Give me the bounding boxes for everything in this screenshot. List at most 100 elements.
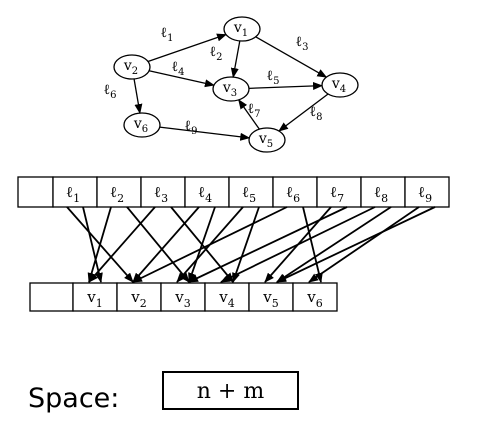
graph-edge-label-l9-subscript: 9 — [191, 126, 197, 137]
graph-node-label-v3-letter: v — [222, 80, 231, 96]
edge-array-cell-l8: ℓ8 — [360, 176, 406, 208]
vertex-array-label-v5: v5 — [262, 288, 278, 310]
graph-node-label-v6: v6 — [133, 116, 148, 135]
graph-node-label-v2-letter: v — [123, 58, 132, 74]
graph-edge-label-l7: ℓ7 — [247, 101, 260, 120]
graph-node-label-v2: v2 — [123, 58, 138, 77]
vertex-array-label-v1: v1 — [86, 288, 102, 310]
graph-edge-label-l2-subscript: 2 — [216, 52, 222, 63]
edge-array-label-l4: ℓ4 — [198, 183, 212, 205]
edge-array-label-l9: ℓ9 — [418, 183, 432, 205]
graph-node-ellipse — [223, 16, 261, 42]
edge-array-label-l2-subscript: 2 — [117, 192, 124, 205]
graph-edge-label-l5-letter: ℓ — [266, 68, 273, 84]
edge-array-cell-l2: ℓ2 — [96, 176, 142, 208]
pointer-l9-v6 — [308, 206, 420, 283]
vertex-array-cell-v5: v5 — [248, 282, 294, 312]
graph-edge-label-l9: ℓ9 — [184, 118, 197, 137]
vertex-array-label-v3-subscript: 3 — [184, 297, 191, 310]
vertex-array-cell-v3: v3 — [160, 282, 206, 312]
pointer-l4-v3 — [188, 206, 216, 283]
graph-node-label-v4-subscript: 4 — [340, 84, 346, 95]
vertex-array-label-v5-subscript: 5 — [272, 297, 279, 310]
pointer-l5-v4 — [232, 206, 260, 283]
edge-array-label-l8-letter: ℓ — [374, 183, 381, 201]
graph-edge-label-l7-subscript: 7 — [254, 109, 260, 120]
vertex-array-cell-box — [72, 282, 118, 312]
edge-array-label-l1: ℓ1 — [66, 183, 80, 205]
graph-node-ellipse — [248, 127, 286, 153]
vertex-array-label-v1-letter: v — [86, 288, 96, 306]
graph-node-v2: v2 — [113, 54, 151, 80]
graph-edge-label-l7-letter: ℓ — [247, 101, 254, 117]
graph-edge-label-l2: ℓ2 — [209, 44, 222, 63]
pointer-l1-v1 — [82, 206, 103, 283]
edge-array-cell-l4: ℓ4 — [184, 176, 230, 208]
graph-edge-label-l3-letter: ℓ — [295, 34, 302, 50]
graph-edge-label-l5: ℓ5 — [266, 68, 279, 87]
graph-node-ellipse — [321, 72, 359, 98]
graph-edge-label-l5-subscript: 5 — [273, 76, 279, 87]
vertex-array-label-v6: v6 — [306, 288, 322, 310]
edge-array-label-l4-subscript: 4 — [205, 192, 212, 205]
graph-edge-l9 — [159, 126, 251, 141]
edge-array-label-l5: ℓ5 — [242, 183, 256, 205]
graph-node-ellipse — [123, 112, 161, 138]
graph-edge-label-l1-subscript: 1 — [167, 33, 173, 44]
edge-array-label-l6-letter: ℓ — [286, 183, 293, 201]
vertex-array-cell-box — [292, 282, 338, 312]
edge-array-cell-l5: ℓ5 — [228, 176, 274, 208]
vertex-array-cell-v1: v1 — [72, 282, 118, 312]
graph-node-label-v2-subscript: 2 — [132, 66, 138, 77]
edge-array-cell-box — [184, 176, 230, 208]
edge-array-label-l4-letter: ℓ — [198, 183, 205, 201]
graph-edge-label-l6: ℓ6 — [103, 82, 116, 101]
graph-node-label-v6-subscript: 6 — [142, 124, 148, 135]
pointer-arrows — [66, 206, 436, 283]
graph-node-v5: v5 — [248, 127, 286, 153]
pointer-l8-v4 — [220, 206, 376, 283]
space-formula-box — [162, 371, 299, 410]
graph-edge-label-l4-letter: ℓ — [171, 59, 178, 75]
edge-array-cell-l3: ℓ3 — [140, 176, 186, 208]
graph-edge-label-l8-letter: ℓ — [309, 104, 316, 120]
graph-edge-label-l4: ℓ4 — [171, 59, 184, 78]
space-section: Space: n + m — [28, 371, 299, 414]
pointer-l6-v6 — [302, 206, 323, 283]
graph-edge-l1 — [147, 33, 227, 63]
graph-edge-l3 — [255, 36, 328, 78]
edge-array-label-l8-subscript: 8 — [381, 192, 388, 205]
edge-array-cell-l9: ℓ9 — [404, 176, 450, 208]
edge-array-label-l1-subscript: 1 — [73, 192, 80, 205]
edge-array-label-l3: ℓ3 — [154, 183, 168, 205]
graph-edge-label-l6-letter: ℓ — [103, 82, 110, 98]
graph-edge-label-l6-subscript: 6 — [110, 90, 116, 101]
edge-array-label-l2-letter: ℓ — [110, 183, 117, 201]
graph-edge-l4 — [148, 70, 215, 88]
graph-node-label-v1-subscript: 1 — [242, 28, 248, 39]
vertex-array-label-v2: v2 — [130, 288, 146, 310]
vertex-array-label-v1-subscript: 1 — [96, 297, 103, 310]
edge-array-label-l5-letter: ℓ — [242, 183, 249, 201]
vertex-array-cell-box — [248, 282, 294, 312]
pointer-l3-v1 — [88, 206, 156, 283]
space-formula: n + m — [197, 379, 265, 404]
edge-array-cell-box — [52, 176, 98, 208]
vertex-array-label-v2-subscript: 2 — [140, 297, 147, 310]
edge-array-label-l8: ℓ8 — [374, 183, 388, 205]
graph-edge-label-l1-letter: ℓ — [160, 25, 167, 41]
graph-node-label-v5: v5 — [258, 131, 273, 150]
graph-node-label-v6-letter: v — [133, 116, 142, 132]
vertex-array-label-v4-letter: v — [218, 288, 228, 306]
graph-node-label-v3: v3 — [222, 80, 237, 99]
graph-node-v3: v3 — [212, 76, 250, 102]
edge-array-label-l9-subscript: 9 — [425, 192, 432, 205]
space-label: Space: — [28, 383, 119, 414]
edge-array-empty-cell — [17, 176, 54, 208]
graph-edge-label-l3-subscript: 3 — [302, 42, 308, 53]
vertex-array-label-v3-letter: v — [174, 288, 184, 306]
